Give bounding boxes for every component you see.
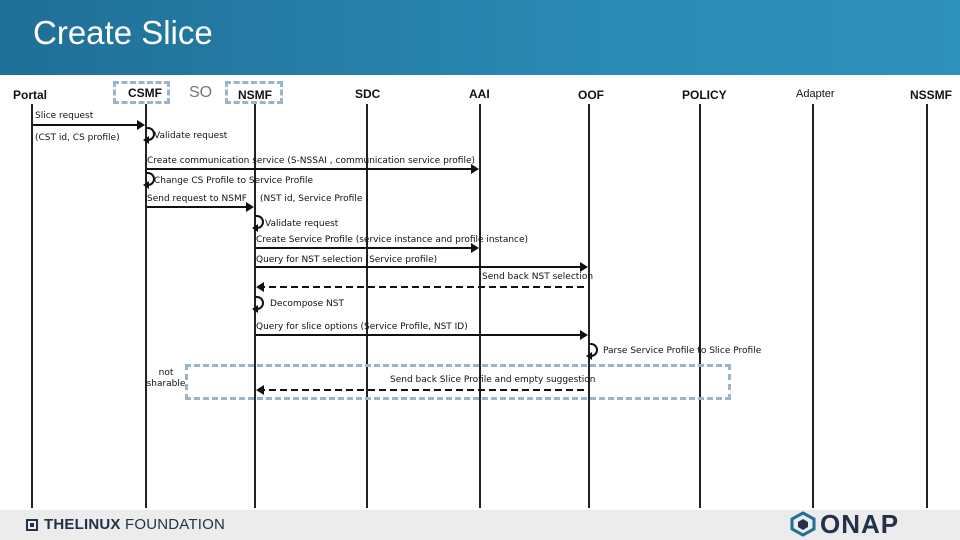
msg-create-comm-service: Create communication service (S-NSSAI , … bbox=[147, 156, 476, 166]
arrow-send-back-nst bbox=[256, 282, 588, 292]
selfloop-decompose-nst bbox=[252, 296, 264, 313]
linux-foundation-mark-icon bbox=[26, 518, 38, 531]
linux-foundation-logo: THELINUX FOUNDATION bbox=[26, 516, 225, 533]
csmf-so-group-box bbox=[113, 81, 170, 104]
linux-foundation-wordmark: THELINUX FOUNDATION bbox=[44, 516, 226, 533]
msg-send-back-nst: Send back NST selection bbox=[482, 272, 594, 282]
selfloop-validate-2 bbox=[252, 215, 264, 232]
msg-not-sharable: not sharable bbox=[146, 368, 186, 389]
arrow-query-slice-options bbox=[256, 330, 588, 340]
lifeline-portal bbox=[31, 104, 33, 508]
msg-parse-service-profile: Parse Service Profile to Slice Profile bbox=[603, 346, 762, 356]
actor-policy: POLICY bbox=[682, 88, 727, 102]
onap-wordmark: ONAP bbox=[820, 509, 900, 539]
msg-validate-request-1: Validate request bbox=[154, 131, 228, 141]
nsmf-group-box bbox=[225, 81, 283, 104]
lifeline-so bbox=[145, 104, 147, 508]
slide-title: Create Slice bbox=[33, 14, 213, 51]
arrow-create-comm-service bbox=[147, 164, 479, 174]
arrow-query-nst bbox=[256, 262, 588, 272]
actor-oof: OOF bbox=[578, 88, 604, 102]
msg-slice-request: Slice request bbox=[35, 111, 94, 121]
msg-cst-id: (CST id, CS profile) bbox=[35, 133, 120, 143]
selfloop-parse-service-profile bbox=[586, 343, 598, 360]
actor-adapter: Adapter bbox=[796, 88, 835, 100]
lifeline-nssmf bbox=[926, 104, 928, 508]
actor-aai: AAI bbox=[469, 87, 490, 101]
actor-nsmf: NSMF bbox=[238, 88, 272, 102]
msg-change-cs-profile: Change CS Profile to Service Profile bbox=[154, 176, 314, 186]
selfloop-change-cs-profile bbox=[143, 172, 155, 189]
actor-so: SO bbox=[189, 84, 213, 101]
arrow-send-request-nsmf bbox=[147, 202, 254, 212]
arrow-slice-request bbox=[33, 120, 145, 130]
msg-send-request-nsmf: Send request to NSMF bbox=[147, 194, 247, 204]
lifeline-sdc bbox=[366, 104, 368, 508]
onap-mark-icon bbox=[790, 511, 816, 537]
actor-sdc: SDC bbox=[355, 87, 381, 101]
not-sharable-box bbox=[185, 364, 731, 400]
msg-decompose-nst: Decompose NST bbox=[270, 299, 344, 309]
selfloop-validate-1 bbox=[143, 127, 155, 144]
msg-query-slice-options: Query for slice options (Service Profile… bbox=[256, 322, 468, 332]
msg-query-nst: Query for NST selection (Service profile… bbox=[256, 255, 438, 265]
onap-logo: ONAP bbox=[790, 511, 899, 537]
msg-create-service-profile: Create Service Profile (service instance… bbox=[256, 235, 529, 245]
actor-nssmf: NSSMF bbox=[910, 88, 952, 102]
msg-validate-request-2: Validate request bbox=[265, 219, 339, 229]
lifeline-policy bbox=[699, 104, 701, 508]
actor-portal: Portal bbox=[13, 88, 48, 102]
arrow-create-service-profile bbox=[256, 243, 479, 253]
msg-nst-id: (NST id, Service Profile ) bbox=[260, 194, 369, 204]
msg-send-back-slice-profile: Send back Slice Profile and empty sugges… bbox=[390, 375, 596, 385]
arrow-send-back-slice-profile bbox=[256, 385, 588, 395]
lifeline-aai bbox=[479, 104, 481, 508]
lifeline-adapter bbox=[812, 104, 814, 508]
actor-csmf: CSMF bbox=[128, 86, 162, 100]
title-banner bbox=[0, 0, 960, 75]
lifeline-oof bbox=[588, 104, 590, 508]
